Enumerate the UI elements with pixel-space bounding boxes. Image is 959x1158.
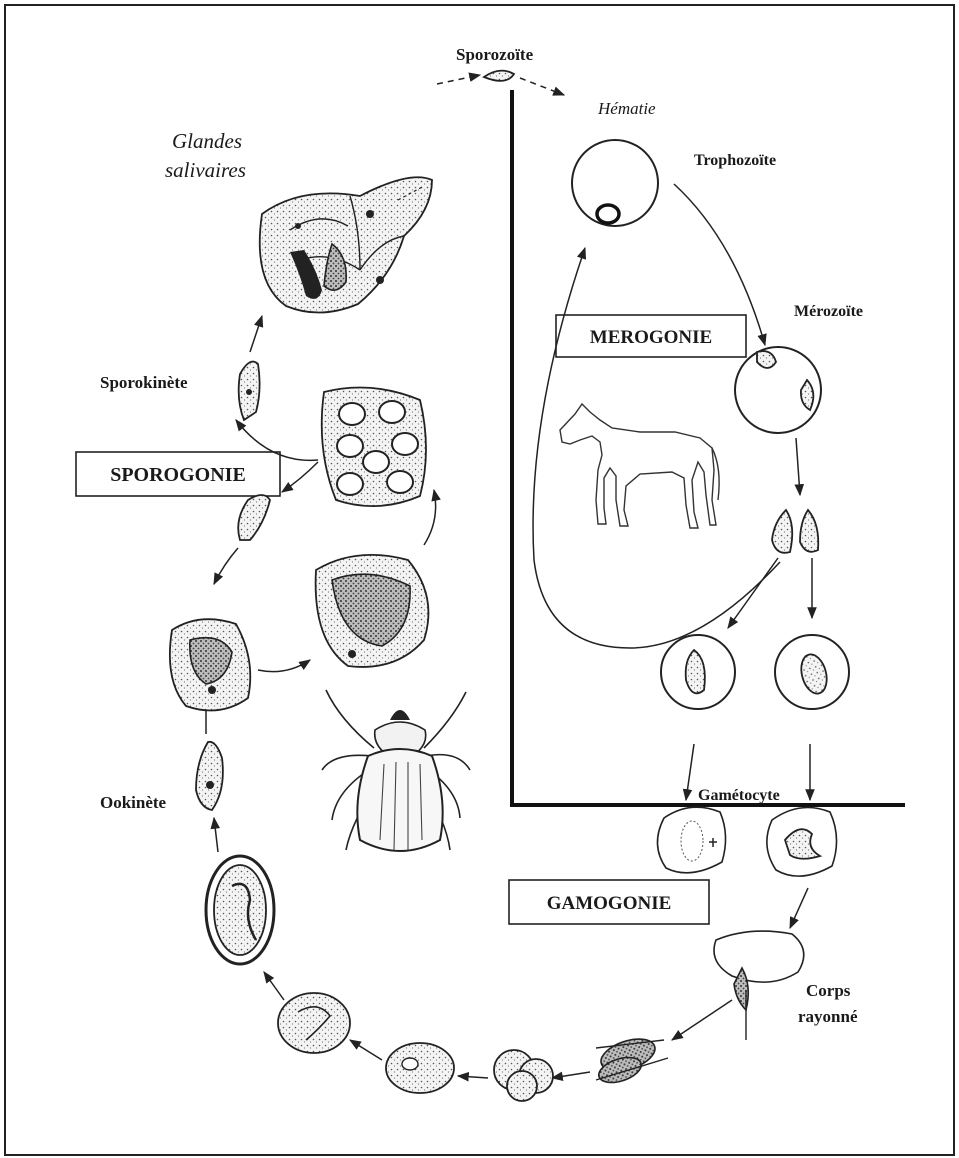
label-rayonne: rayonné xyxy=(798,1007,858,1026)
arrow-zygote-to-division xyxy=(552,1072,590,1078)
horse-icon xyxy=(560,404,719,528)
young-kinete-cell xyxy=(386,1043,454,1093)
arrow-to-corps-rayonne xyxy=(790,888,808,928)
ookinete xyxy=(196,742,223,810)
gamogonie-label: GAMOGONIE xyxy=(547,893,672,914)
merozoite-a xyxy=(757,351,776,368)
released-sporokinete xyxy=(238,495,270,540)
sporogonie-label: SPOROGONIE xyxy=(110,464,246,486)
arrow-sporozoite-to-erythrocyte xyxy=(520,78,564,95)
free-merozoite-left xyxy=(772,510,792,553)
ookinete-nucleus xyxy=(206,781,214,789)
arrow-to-ookinete-cell xyxy=(214,548,238,584)
arrow-merogony-loop xyxy=(533,248,780,648)
merozoite-b xyxy=(801,380,813,410)
tick-cell-early-dot xyxy=(208,686,216,694)
label-merozoite: Mérozoïte xyxy=(794,303,863,320)
ookinete-capsule-inner xyxy=(214,865,266,955)
tick-icon xyxy=(322,690,470,851)
label-gametocyte: Gamétocyte xyxy=(698,787,780,804)
arrow-to-salivary-gland xyxy=(250,316,262,352)
label-ookinete: Ookinète xyxy=(100,793,167,812)
label-trophozoite: Trophozoïte xyxy=(694,152,776,169)
label-salivaires: salivaires xyxy=(165,158,246,182)
arrow-to-ookinete xyxy=(214,818,218,852)
arrow-to-gametocyte-left xyxy=(728,558,778,628)
gametocyte-left xyxy=(686,650,705,693)
label-corps: Corps xyxy=(806,981,851,1000)
kinete-forming-cell xyxy=(278,993,350,1053)
arrow-to-released-sporokinete xyxy=(282,462,318,492)
sporozoite-cell xyxy=(484,71,514,81)
arrow-to-tick-cell-mature xyxy=(258,660,310,672)
gamete-left xyxy=(657,807,725,873)
sporont-dot xyxy=(348,650,356,658)
host-compartment-border xyxy=(512,90,905,805)
arrow-to-ookinete-capsule xyxy=(264,972,284,1000)
salivary-gland xyxy=(260,177,432,312)
label-glandes: Glandes xyxy=(172,129,242,153)
young-kinete-vacuole xyxy=(402,1058,418,1070)
arrow-gametocyte-left-down xyxy=(686,744,694,800)
zygote-fusion xyxy=(596,1033,668,1087)
arrow-to-sporokinete-mass xyxy=(424,490,436,545)
label-sporozoite: Sporozoïte xyxy=(456,45,534,64)
gametocyte-right xyxy=(797,652,831,697)
arrow-to-free-merozoites xyxy=(796,438,800,495)
arrow-to-zygote xyxy=(672,1000,732,1040)
corps-rayonne-cell xyxy=(714,931,804,982)
arrow-glands-to-sporozoite xyxy=(437,75,480,84)
dividing-zygote xyxy=(494,1050,553,1101)
arrow-to-young-kinete xyxy=(458,1076,488,1078)
arrow-to-kinete-formation xyxy=(350,1040,382,1060)
label-hematie: Hématie xyxy=(597,99,656,118)
merogonie-label: MEROGONIE xyxy=(590,327,712,348)
sporokinete-nucleus xyxy=(246,389,252,395)
free-merozoite-right xyxy=(800,510,818,552)
label-sporokinete: Sporokinète xyxy=(100,373,188,392)
trophozoite xyxy=(597,205,619,223)
